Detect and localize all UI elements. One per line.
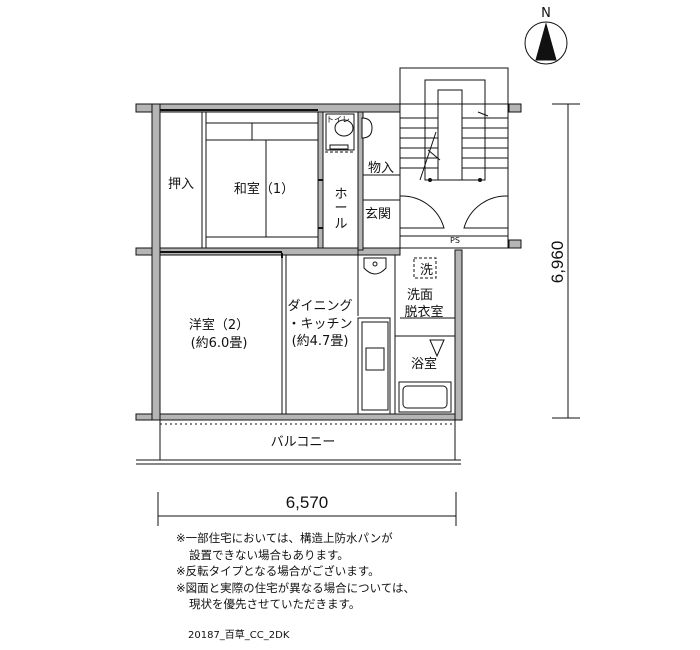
hall-east-wall (357, 111, 364, 251)
east-wall (454, 249, 463, 421)
notes: ※一部住宅においては、構造上防水パンが 設置できない場合もあります。 ※反転タイ… (176, 530, 596, 613)
room-label-oshiire: 押入 (168, 177, 194, 192)
room-label-yokushitsu: 浴室 (411, 356, 437, 372)
dimension-lines (157, 103, 580, 526)
kitchen-counter (357, 317, 391, 415)
room-label-washitsu: 和室（1） (234, 181, 294, 197)
note-line: 設置できない場合もあります。 (189, 547, 349, 562)
note-line: ※一部住宅においては、構造上防水パンが (176, 531, 393, 545)
room-label-hall: ホ ー ル (334, 187, 347, 232)
room-label-yoshitsu-1: 洋室（2） (189, 317, 249, 333)
bathtub (398, 339, 452, 413)
room-label-monoire: 物入 (368, 161, 394, 176)
tatami-mats (205, 111, 319, 249)
room-label-dk-1: ダイニング (287, 299, 352, 314)
room-label-dk-2: ・キッチン (287, 317, 352, 332)
balcony (136, 420, 461, 465)
dimension-depth: 6,960 (548, 241, 567, 284)
stair-wall-cap-s (508, 239, 522, 249)
room-label-genkan: 玄関 (365, 207, 391, 222)
svg-text:ー: ー (334, 201, 347, 216)
note-line: ※反転タイプとなる場合がございます。 (176, 564, 380, 578)
wash-basin (363, 257, 387, 275)
room-label-yoshitsu-2: (約6.0畳) (191, 336, 248, 351)
room-label-balcony: バルコニー (271, 435, 336, 450)
room-label-sentaku: 洗 (420, 263, 433, 278)
south-wall (135, 413, 462, 421)
laundry-space (413, 257, 437, 279)
north-arrow-icon (524, 21, 568, 65)
svg-text:ホ: ホ (334, 187, 347, 202)
genkan-door-right (463, 195, 509, 229)
stair-wall-cap-n (508, 103, 522, 113)
room-label-toilet: トイレ (326, 115, 350, 124)
toilet-fixture (325, 113, 373, 153)
genkan-door-left (399, 195, 445, 229)
plan-code: 20187_百草_CC_2DK (188, 630, 290, 641)
room-label-senmen-2: 脱衣室 (404, 304, 443, 320)
compass-label: N (541, 6, 551, 21)
room-label-senmen-1: 洗面 (407, 288, 433, 303)
svg-text:ル: ル (334, 217, 347, 232)
dimension-width: 6,570 (286, 493, 329, 512)
room-label-dk-3: (約4.7畳) (292, 334, 349, 349)
west-wall (151, 103, 161, 421)
ps-label: PS (450, 236, 460, 245)
note-line: 現状を優先させていただきます。 (189, 597, 361, 611)
note-line: ※図面と実際の住宅が異なる場合については、 (176, 580, 416, 595)
staircase (399, 67, 509, 249)
